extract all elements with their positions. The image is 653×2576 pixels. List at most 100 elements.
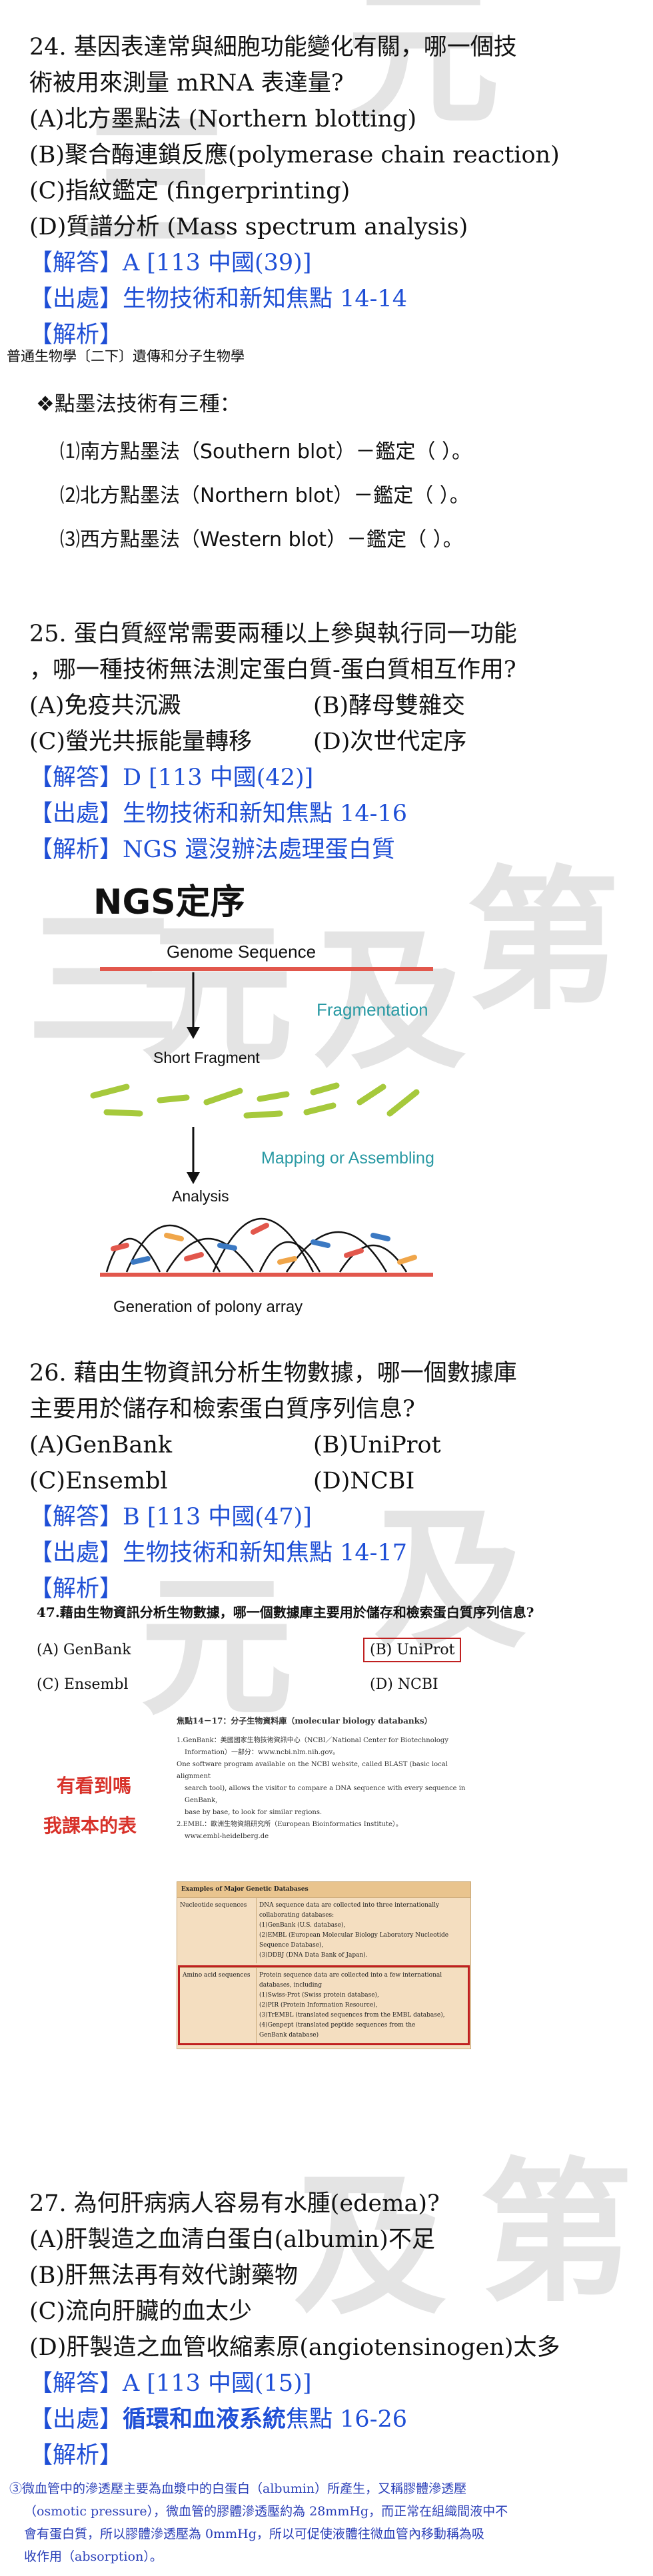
row-text: collaborating databases: [259, 1912, 334, 1919]
answer-line: 【解答】D [113 中國(42)] [29, 765, 314, 791]
ngs-title: NGS定序 [93, 882, 245, 922]
fragment [103, 1109, 143, 1117]
para: www.embl-heidelberg.de [185, 1833, 269, 1840]
fragment [157, 1094, 190, 1104]
blot-title: ❖點墨法技術有三種： [36, 392, 241, 416]
mapping-label: Mapping or Assembling [261, 1149, 434, 1167]
read [217, 1243, 237, 1251]
option-row: (C)螢光共振能量轉移(D)次世代定序 [29, 724, 517, 760]
source-line: 【出處】生物技術和新知焦點 14-16 [29, 801, 408, 827]
answer-line: 【解答】B [113 中國(47)] [29, 1504, 312, 1530]
source-line: 【出處】生物技術和新知焦點 14-17 [29, 1540, 408, 1566]
note-line: ③微血管中的滲透壓主要為血漿中的白蛋白（albumin）所產生，又稱膠體滲透壓 [9, 2481, 467, 2496]
option-row: (A)GenBank (B)UniProt [29, 1427, 517, 1463]
fragment [90, 1084, 130, 1099]
option-d: (D)次世代定序 [313, 729, 467, 755]
fragment [386, 1089, 420, 1117]
explain-note: ③微血管中的滲透壓主要為血漿中的白蛋白（albumin）所產生，又稱膠體滲透壓 … [9, 2477, 642, 2568]
row-body: DNA sequence data are collected into thr… [256, 1898, 470, 1963]
table-title: Examples of Major Genetic Databases [177, 1882, 470, 1897]
question-26: 26. 藉由生物資訊分析生物數據，哪一個數據庫 主要用於儲存和檢索蛋白質序列信息… [29, 1355, 517, 1607]
row-text: (4)Genpept (translated peptide sequences… [259, 2022, 416, 2029]
arc [165, 1237, 255, 1273]
arc [285, 1231, 388, 1273]
ngs-diagram: NGS定序 Genome Sequence Fragmentation Shor… [90, 882, 434, 1316]
para: 1.GenBank：美國國家生物技術資訊中心（NCBI／National Cen… [177, 1737, 448, 1744]
fragment [257, 1091, 290, 1102]
option-b: (B)UniProt [313, 1432, 441, 1458]
source-line: 【出處】循環和血液系統焦點 16-26 [29, 2402, 560, 2437]
row-text: (2)PIR (Protein Information Resource), [259, 2002, 378, 2009]
question-stem: 主要用於儲存和檢索蛋白質序列信息? [29, 1396, 415, 1423]
scan-option-b: (B) UniProt [363, 1638, 462, 1662]
row-text: (3)TrEMBL (translated sequences from the… [259, 2012, 445, 2019]
option-row: (A)免疫共沉澱(B)酵母雙雜交 [29, 688, 517, 724]
question-24: 24. 基因表達常與細胞功能變化有關，哪一個技 術被用來測量 mRNA 表達量?… [29, 29, 560, 353]
question-stem: 24. 基因表達常與細胞功能變化有關，哪一個技 [29, 34, 517, 61]
read [184, 1252, 204, 1261]
polony-label: Generation of polony array [113, 1298, 303, 1316]
read [164, 1233, 184, 1241]
arrow-head [187, 1027, 200, 1039]
row-text: GenBank database) [259, 2032, 319, 2039]
source-line: 【出處】生物技術和新知焦點 14-14 [29, 286, 408, 312]
scan-option-a: (A) GenBank [37, 1642, 131, 1658]
database-table: Examples of Major Genetic Databases Nucl… [177, 1881, 471, 2049]
explain-line: 【解析】NGS 還沒辦法處理蛋白質 [29, 836, 395, 863]
question-stem: 25. 蛋白質經常需要兩種以上參與執行同一功能 [29, 621, 517, 647]
row-head: Nucleotide sequences [180, 1902, 247, 1909]
source-label: 【出處】 [29, 2406, 123, 2433]
fragment [310, 1082, 340, 1096]
question-stem: ，哪一種技術無法測定蛋白質-蛋白質相互作用? [29, 657, 516, 683]
row-text: databases, including [259, 1982, 323, 1989]
para: Information）一部分：www.ncbi.nlm.nih.gov。 [185, 1749, 340, 1756]
row-text: Protein sequence data are collected into… [259, 1972, 442, 1979]
scan-question: 47.藉由生物資訊分析生物數據，哪一個數據庫主要用於儲存和檢索蛋白質序列信息? [37, 1604, 534, 1620]
arc [338, 1244, 408, 1273]
row-text: (1)GenBank (U.S. database), [259, 1922, 346, 1929]
handwritten-note: 有看到嗎 [57, 1775, 132, 1797]
para: One software program available on the NC… [177, 1761, 448, 1780]
question-stem: 27. 為何肝病病人容易有水腫(edema)? [29, 2190, 440, 2217]
blot-item: ⑵北方點墨法（Northern blot）－鑑定（ ）。 [60, 484, 470, 507]
option-c: (C)指紋鑑定 (fingerprinting) [29, 178, 350, 204]
genome-label: Genome Sequence [167, 942, 316, 962]
read [370, 1233, 390, 1241]
option-d: (D)NCBI [313, 1468, 415, 1494]
scan-option-c: (C) Ensembl [37, 1676, 129, 1693]
textbook-page: 焦點14－17：分子生物資料庫（molecular biology databa… [177, 1715, 470, 1843]
option-a: (A)GenBank [29, 1432, 173, 1458]
read [311, 1239, 330, 1248]
fragmentation-label: Fragmentation [317, 1000, 428, 1020]
option-c: (C)Ensembl [29, 1468, 168, 1494]
option-a: (A)北方墨點法 (Northern blotting) [29, 106, 417, 133]
note-line: 會有蛋白質，所以膠體滲透壓為 0mmHg，所以可促使液體往微血管內移動稱為吸 [24, 2527, 484, 2541]
option-d: (D)肝製造之血管收縮素原(angiotensinogen)太多 [29, 2334, 560, 2361]
fragment [356, 1084, 386, 1106]
option-d: (D)質譜分析 (Mass spectrum analysis) [29, 214, 468, 240]
question-stem: 26. 藉由生物資訊分析生物數據，哪一個數據庫 [29, 1360, 517, 1387]
option-b: (B)肝無法再有效代謝藥物 [29, 2262, 299, 2289]
fragment [243, 1110, 283, 1119]
row-head: Amino acid sequences [183, 1972, 251, 1979]
answer-line: 【解答】A [113 中國(39)] [29, 250, 312, 276]
row-text: (1)Swiss-Prot (Swiss protein database), [259, 1992, 379, 1999]
para: 2.EMBL：歐洲生物資訊研究所（European Bioinformatics… [177, 1821, 402, 1828]
read [111, 1243, 129, 1251]
arrow-head [187, 1172, 200, 1184]
short-fragment-label: Short Fragment [153, 1049, 260, 1066]
explain-label: 【解析】 [29, 322, 123, 348]
option-b: (B)聚合酶連鎖反應(polymerase chain reaction) [29, 142, 560, 168]
para: search tool), allows the visitor to comp… [185, 1785, 466, 1804]
question-27: 27. 為何肝病病人容易有水腫(edema)? (A)肝製造之血清白蛋白(alb… [29, 2186, 560, 2473]
scan-option-d: (D) NCBI [370, 1676, 438, 1693]
source-chapter: 循環和血液系統 [123, 2406, 287, 2433]
row-body: Protein sequence data are collected into… [256, 1968, 468, 2043]
option-a: (A)免疫共沉澱 [29, 693, 181, 719]
read [344, 1248, 364, 1258]
fragment-group [90, 1082, 420, 1119]
table-row: Nucleotide sequences DNA sequence data a… [177, 1897, 470, 1963]
blot-item: ⑴南方點墨法（Southern blot）－鑑定（ ）。 [60, 440, 472, 464]
source-focus: 焦點 16-26 [286, 2406, 408, 2433]
table-row: Amino acid sequences Protein sequence da… [178, 1965, 470, 2045]
